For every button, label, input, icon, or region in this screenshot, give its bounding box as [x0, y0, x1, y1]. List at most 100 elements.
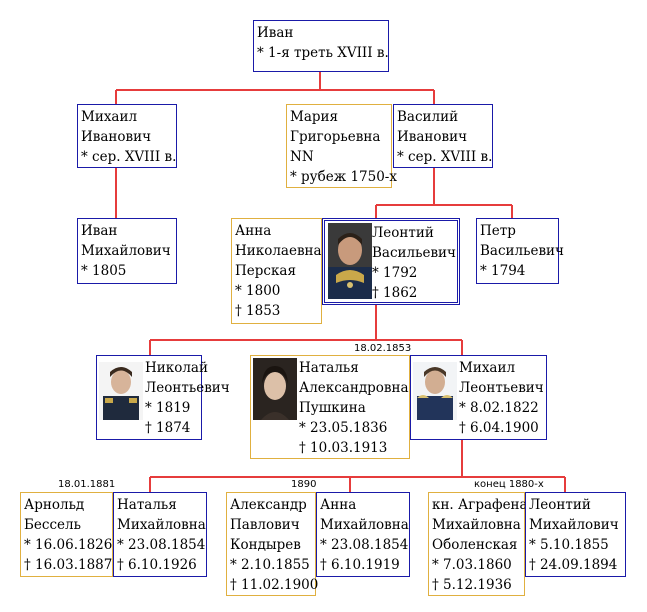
marriage-date-agrafena-leonty: конец 1880-х — [474, 479, 544, 490]
person-text-line: Михаил — [81, 109, 138, 125]
person-text-line: NN — [290, 149, 314, 165]
portrait-nikolai-leontievich — [99, 362, 143, 420]
person-text-line: † 1853 — [235, 303, 281, 319]
person-text-line: Оболенская — [432, 537, 518, 553]
person-text-line: Николаевна — [235, 243, 322, 259]
person-text-line: Леонтий — [529, 497, 591, 513]
person-text-line: Григорьевна — [290, 129, 381, 145]
person-text-line: Михайловна — [117, 517, 206, 533]
person-text-line: * 1792 — [372, 265, 418, 281]
person-text-line: Николай — [145, 360, 208, 376]
person-text-line: † 1862 — [372, 285, 418, 301]
person-text-line: * 8.02.1822 — [459, 400, 539, 416]
person-text-line: кн. Аграфена — [432, 497, 528, 513]
person-text-line: Василий — [397, 109, 459, 125]
person-text-line: Анна — [320, 497, 357, 513]
person-text-line: * сер. XVIII в. — [81, 149, 177, 165]
person-text-line: Арнольд — [24, 497, 85, 513]
person-text-line: † 1874 — [145, 420, 191, 436]
person-text-line: Перская — [235, 263, 296, 279]
person-text-line: Наталья — [117, 497, 177, 513]
marriage-date-alexandr-anna: 1890 — [291, 479, 317, 490]
person-text-line: Михайлович — [529, 517, 619, 533]
person-text-line: * сер. XVIII в. — [397, 149, 493, 165]
marriage-date-leonty-natalia: 18.02.1853 — [354, 343, 412, 354]
person-text-line: Иванович — [81, 129, 152, 145]
person-text-line: * 23.08.1854 — [117, 537, 206, 553]
person-text-line: Леонтьевич — [459, 380, 544, 396]
person-text-line: Анна — [235, 223, 272, 239]
person-text-line: Иванович — [397, 129, 468, 145]
person-text-line: † 11.02.1900 — [230, 577, 319, 593]
person-text-line: Петр — [480, 223, 516, 239]
person-text-line: Михайловна — [320, 517, 409, 533]
person-text-line: Леонтьевич — [145, 380, 230, 396]
person-text-line: Иван — [257, 25, 294, 41]
person-text-line: Кондырев — [230, 537, 301, 553]
person-text-line: * 1800 — [235, 283, 281, 299]
person-text-line: * 7.03.1860 — [432, 557, 512, 573]
person-text-line: † 10.03.1913 — [299, 440, 388, 456]
portrait-mikhail-leontievich — [413, 362, 457, 420]
person-text-line: Мария — [290, 109, 339, 125]
person-text-line: † 24.09.1894 — [529, 557, 618, 573]
person-text-line: Васильевич — [372, 245, 456, 261]
person-text-line: Васильевич — [480, 243, 564, 259]
person-text-line: Михаил — [459, 360, 516, 376]
person-text-line: Александр — [230, 497, 307, 513]
person-text-line: † 6.04.1900 — [459, 420, 539, 436]
person-text-line: † 16.03.1887 — [24, 557, 113, 573]
person-text-line: Павлович — [230, 517, 300, 533]
person-text-line: * 1819 — [145, 400, 191, 416]
person-text-line: † 6.10.1919 — [320, 557, 400, 573]
person-text-line: * 1-я треть XVIII в. — [257, 45, 389, 61]
person-text-line: † 5.12.1936 — [432, 577, 512, 593]
person-text-line: Александровна — [299, 380, 409, 396]
person-text-line: Михайлович — [81, 243, 171, 259]
person-text-line: * 23.05.1836 — [299, 420, 388, 436]
marriage-date-arnold-natalia: 18.01.1881 — [58, 479, 116, 490]
person-text-line: * 23.08.1854 — [320, 537, 409, 553]
person-text-line: Бессель — [24, 517, 81, 533]
person-text-line: Наталья — [299, 360, 359, 376]
person-text-line: * 16.06.1826 — [24, 537, 113, 553]
person-text-line: * рубеж 1750-х — [290, 169, 397, 185]
person-ivan[interactable]: Иван * 1-я треть XVIII в. — [253, 20, 389, 72]
person-text-line: Леонтий — [372, 225, 434, 241]
person-text-line: † 6.10.1926 — [117, 557, 197, 573]
portrait-leonty-vasilievich — [328, 223, 372, 299]
person-text-line: * 2.10.1855 — [230, 557, 310, 573]
person-text-line: * 5.10.1855 — [529, 537, 609, 553]
person-text: Иван * 1-я треть XVIII в. — [257, 23, 389, 63]
